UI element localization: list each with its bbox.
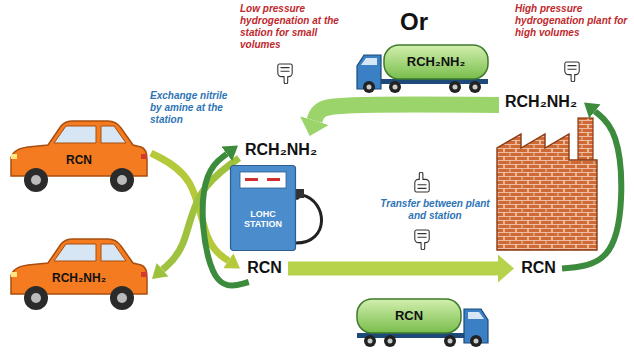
pointing-hand	[415, 230, 429, 250]
or-text: Or	[400, 8, 440, 36]
wheel-hub	[473, 85, 478, 90]
car-wheel	[110, 286, 134, 310]
pump-body	[231, 166, 296, 251]
car-light	[11, 154, 17, 159]
car-window	[54, 126, 96, 143]
pointing-hand	[278, 64, 292, 84]
node-text: RCN	[395, 309, 423, 324]
pump-display	[240, 172, 286, 188]
display-dash	[245, 178, 258, 181]
cab-window	[361, 58, 377, 65]
car-body	[11, 239, 147, 294]
tanker-drawing	[357, 299, 488, 347]
wheel-hub	[117, 293, 127, 303]
node-text: RCH₂NH₂	[505, 93, 577, 111]
truck-wheel	[389, 81, 401, 93]
pump-hose	[296, 195, 322, 243]
car-window	[101, 126, 126, 143]
truck-wheel	[363, 81, 375, 93]
truck-wheel	[470, 335, 482, 347]
wheel-hub	[453, 85, 458, 90]
exchange-arrow	[151, 153, 228, 261]
car-light	[141, 154, 147, 159]
note-text: Transfer between plant and station	[375, 198, 495, 222]
chemical-node: RCH₂NH₂	[500, 90, 582, 115]
chemical-node: RCN	[242, 256, 287, 281]
transfer-arrow	[288, 262, 498, 276]
transfer-arrow	[314, 105, 499, 121]
node-text: RCH₂NH₂	[407, 55, 466, 70]
pointing-hands	[278, 62, 579, 250]
car-window	[101, 244, 126, 261]
car-wheel	[24, 286, 48, 310]
wheel-hub	[368, 339, 373, 344]
pointing-hand	[415, 172, 429, 192]
tanker-truck: RCH₂NH₂	[355, 42, 490, 94]
node-text: LOHC STATION	[239, 209, 287, 230]
car-light	[141, 272, 147, 277]
car-node: RCN	[8, 118, 150, 196]
lohc-station-pump: LOHC STATION	[230, 165, 296, 251]
hydrogenation-arrow	[562, 111, 621, 268]
car-window	[54, 244, 96, 261]
truck-wheel	[469, 81, 481, 93]
car-wheel	[110, 168, 134, 192]
node-text: RCH₂NH₂	[245, 141, 317, 159]
wheel-hub	[393, 85, 398, 90]
factory-illustration	[497, 118, 597, 250]
chemical-node: RCN	[516, 256, 561, 281]
wheel-hub	[31, 293, 41, 303]
factory-building	[497, 134, 597, 250]
wheel-hub	[367, 85, 372, 90]
truck-wheel	[444, 335, 456, 347]
note-text: High pressure hydrogenation plant for hi…	[515, 3, 630, 39]
tanker-drawing	[357, 45, 488, 93]
tanker-truck: RCN	[355, 296, 490, 348]
node-text: RCN	[66, 154, 92, 168]
note-text: Exchange nitrile by amine at the station	[150, 90, 230, 126]
wheel-hub	[117, 175, 127, 185]
chemical-node: RCH₂NH₂	[240, 138, 322, 163]
car-light	[11, 272, 17, 277]
node-text: RCN	[521, 259, 556, 277]
wheel-hub	[448, 339, 453, 344]
display-dash	[267, 178, 280, 181]
wheel-hub	[474, 339, 479, 344]
truck-tank	[384, 45, 488, 79]
car-node: RCH₂NH₂	[8, 236, 150, 314]
truck-wheel	[449, 81, 461, 93]
truck-wheel	[364, 335, 376, 347]
node-text: RCH₂NH₂	[52, 272, 106, 286]
car-wheel	[24, 168, 48, 192]
node-outline	[230, 165, 296, 251]
cab-window	[468, 312, 484, 319]
wheel-hub	[388, 339, 393, 344]
pointing-hand	[565, 62, 579, 82]
wheel-hub	[31, 175, 41, 185]
car-body	[11, 121, 147, 176]
note-text: Low pressure hydrogenation at the statio…	[240, 3, 352, 51]
truck-wheel	[384, 335, 396, 347]
truck-tank	[357, 299, 461, 333]
factory-chimney	[578, 118, 593, 162]
node-text: RCN	[247, 259, 282, 277]
